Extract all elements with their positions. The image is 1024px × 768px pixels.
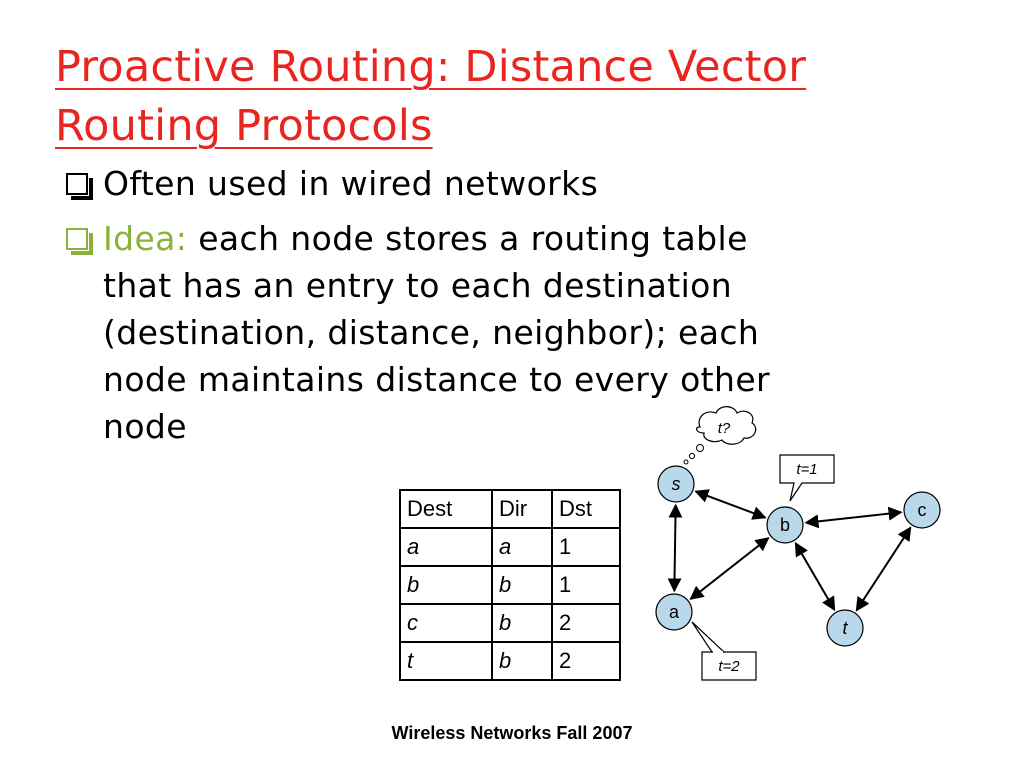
column-header-dest: Dest — [399, 489, 493, 529]
table-cell-dir: b — [491, 603, 553, 643]
bullet-line: (destination, distance, neighbor); each — [103, 313, 760, 352]
table-cell-dest: b — [399, 565, 493, 605]
bullet-line: node — [103, 407, 187, 446]
node-circle — [766, 506, 804, 544]
slide-footer: Wireless Networks Fall 2007 — [391, 723, 633, 743]
bullet-text: each node stores a routing table — [187, 219, 748, 258]
node-label: s — [672, 474, 681, 494]
graph-nodes: s b c a t — [655, 465, 941, 647]
node-label: t — [842, 618, 848, 638]
bullet-item-wired: Often used in wired networks — [62, 160, 962, 207]
thought-text: t? — [718, 420, 731, 437]
table-row: a a 1 — [399, 527, 621, 567]
idea-label: Idea: — [103, 219, 188, 258]
table-cell-dir: b — [491, 641, 553, 681]
graph-edge-b-t — [794, 541, 836, 612]
bullet-line: node maintains distance to every other — [103, 360, 770, 399]
table-cell-dst: 2 — [551, 641, 621, 681]
node-label: a — [669, 602, 680, 622]
table-cell-dest: a — [399, 527, 493, 567]
table-cell-dir: a — [491, 527, 553, 567]
graph-node-t: t — [826, 609, 864, 647]
callout-t1-text: t=1 — [796, 461, 817, 478]
network-graph: t? t=1 t=2 s b c a t — [655, 406, 941, 681]
table-row: t b 2 — [399, 641, 621, 681]
graph-edge-t-c — [855, 526, 912, 612]
graph-node-s: s — [657, 465, 695, 503]
node-circle — [903, 491, 941, 529]
title-line-2: Routing Protocols — [55, 101, 433, 151]
node-label: c — [918, 500, 927, 520]
graph-edge-s-a — [667, 503, 683, 593]
graph-edges — [667, 489, 912, 612]
table-header-row: Dest Dir Dst — [399, 489, 621, 529]
bullet-item-idea: Idea: each node stores a routing table t… — [62, 215, 962, 450]
table-cell-dst: 2 — [551, 603, 621, 643]
thought-bubble: t? — [683, 406, 757, 465]
table-cell-dst: 1 — [551, 565, 621, 605]
routing-table: Dest Dir Dst a a 1 b b 1 c b 2 t b 2 — [399, 489, 621, 681]
graph-node-b: b — [766, 506, 804, 544]
graph-edge-a-b — [689, 537, 770, 600]
table-cell-dest: t — [399, 641, 493, 681]
bullet-line: Idea: each node stores a routing table — [103, 215, 962, 262]
table-row: b b 1 — [399, 565, 621, 605]
column-header-dst: Dst — [551, 489, 621, 529]
table-cell-dest: c — [399, 603, 493, 643]
table-cell-dst: 1 — [551, 527, 621, 567]
graph-node-a: a — [655, 593, 693, 631]
bullet-text: Often used in wired networks — [103, 164, 599, 203]
callout-t2: t=2 — [691, 621, 757, 681]
callout-t2-text: t=2 — [718, 658, 740, 675]
graph-edge-b-c — [804, 506, 903, 529]
graph-node-c: c — [903, 491, 941, 529]
checkbox-bullet-icon — [66, 228, 93, 255]
callout-t1: t=1 — [779, 454, 835, 502]
node-label: b — [780, 515, 790, 535]
bullet-list: Often used in wired networks Idea: each … — [62, 160, 962, 458]
column-header-dir: Dir — [491, 489, 553, 529]
title-line-1: Proactive Routing: Distance Vector — [55, 42, 807, 92]
table-row: c b 2 — [399, 603, 621, 643]
graph-edge-s-b — [694, 489, 767, 520]
table-cell-dir: b — [491, 565, 553, 605]
checkbox-bullet-icon — [66, 173, 93, 200]
slide-title: Proactive Routing: Distance Vector Routi… — [55, 38, 995, 156]
node-circle — [655, 593, 693, 631]
node-circle — [657, 465, 695, 503]
bullet-line: that has an entry to each destination — [103, 266, 733, 305]
node-circle — [826, 609, 864, 647]
